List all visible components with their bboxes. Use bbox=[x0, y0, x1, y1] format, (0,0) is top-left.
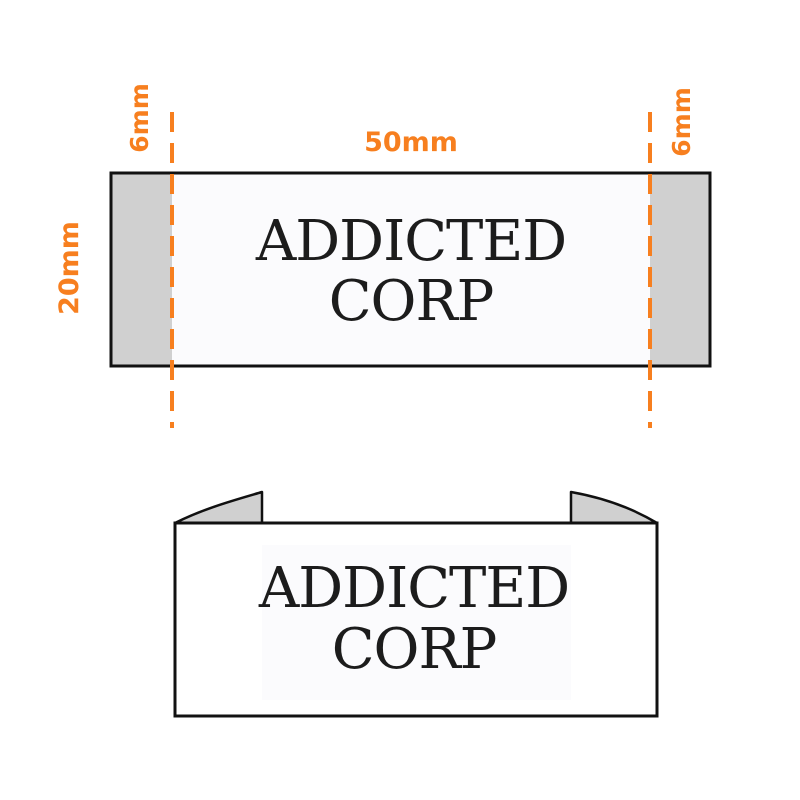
folded-label-line2: CORP bbox=[332, 617, 497, 682]
width-dimension-label: 50mm bbox=[364, 127, 458, 158]
flat-label-outline bbox=[109, 171, 712, 368]
flat-label-line1: ADDICTED bbox=[255, 209, 566, 274]
left-fold-tab bbox=[111, 173, 172, 366]
flat-label-body bbox=[111, 173, 710, 366]
folded-label: ADDICTED CORP bbox=[173, 490, 659, 718]
flat-label-line2: CORP bbox=[329, 269, 494, 334]
flat-label: ADDICTED CORP bbox=[109, 171, 712, 368]
folded-label-line1: ADDICTED bbox=[258, 556, 569, 621]
folded-right-tab bbox=[569, 490, 659, 525]
right-tab-dimension-label: 6mm bbox=[667, 87, 696, 157]
folded-left-tab bbox=[173, 490, 264, 525]
height-dimension-label: 20mm bbox=[54, 221, 85, 315]
right-fold-tab bbox=[650, 173, 710, 366]
folded-label-print-area bbox=[262, 545, 571, 700]
left-tab-dimension-label: 6mm bbox=[125, 83, 154, 153]
